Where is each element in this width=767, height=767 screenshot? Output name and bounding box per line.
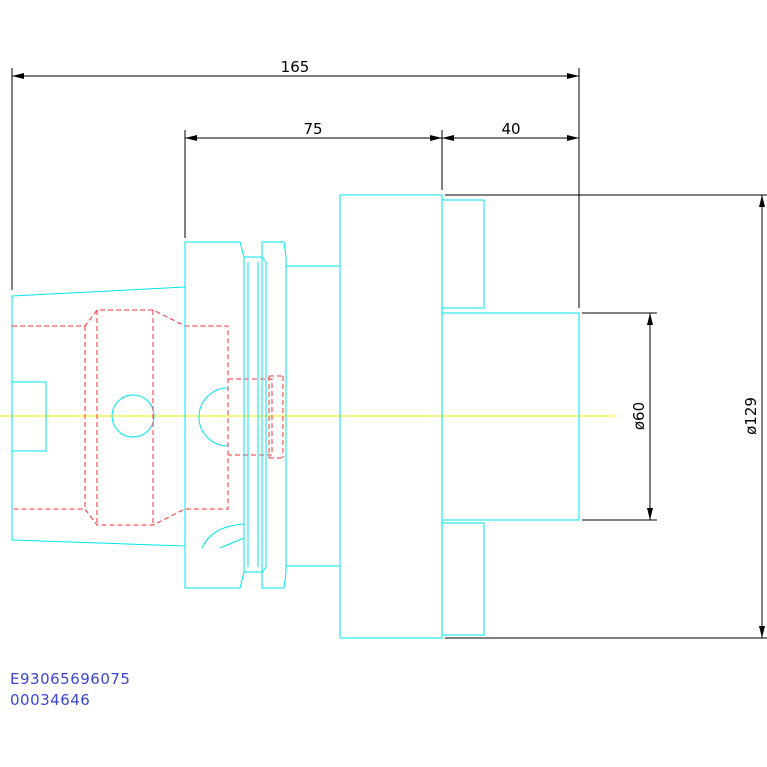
dimension-small-diameter: ø60 bbox=[582, 312, 657, 521]
dim-label-40: 40 bbox=[501, 120, 520, 138]
dim-label-diameter-60: ø60 bbox=[630, 402, 648, 430]
part-number: 00034646 bbox=[10, 691, 91, 709]
dimension-large-diameter: ø129 bbox=[445, 194, 767, 639]
dim-label-75: 75 bbox=[303, 120, 322, 138]
dim-label-diameter-129: ø129 bbox=[742, 397, 760, 435]
flange bbox=[184, 241, 340, 589]
dim-label-165: 165 bbox=[281, 58, 310, 76]
part-code: E93065696075 bbox=[10, 670, 131, 688]
dimension-flange-to-face: 75 bbox=[184, 120, 443, 238]
main-body bbox=[339, 194, 580, 639]
internal-bore-hidden bbox=[12, 309, 284, 526]
dimension-overall-length: 165 bbox=[11, 58, 580, 308]
dimension-face-to-end: 40 bbox=[442, 120, 579, 141]
